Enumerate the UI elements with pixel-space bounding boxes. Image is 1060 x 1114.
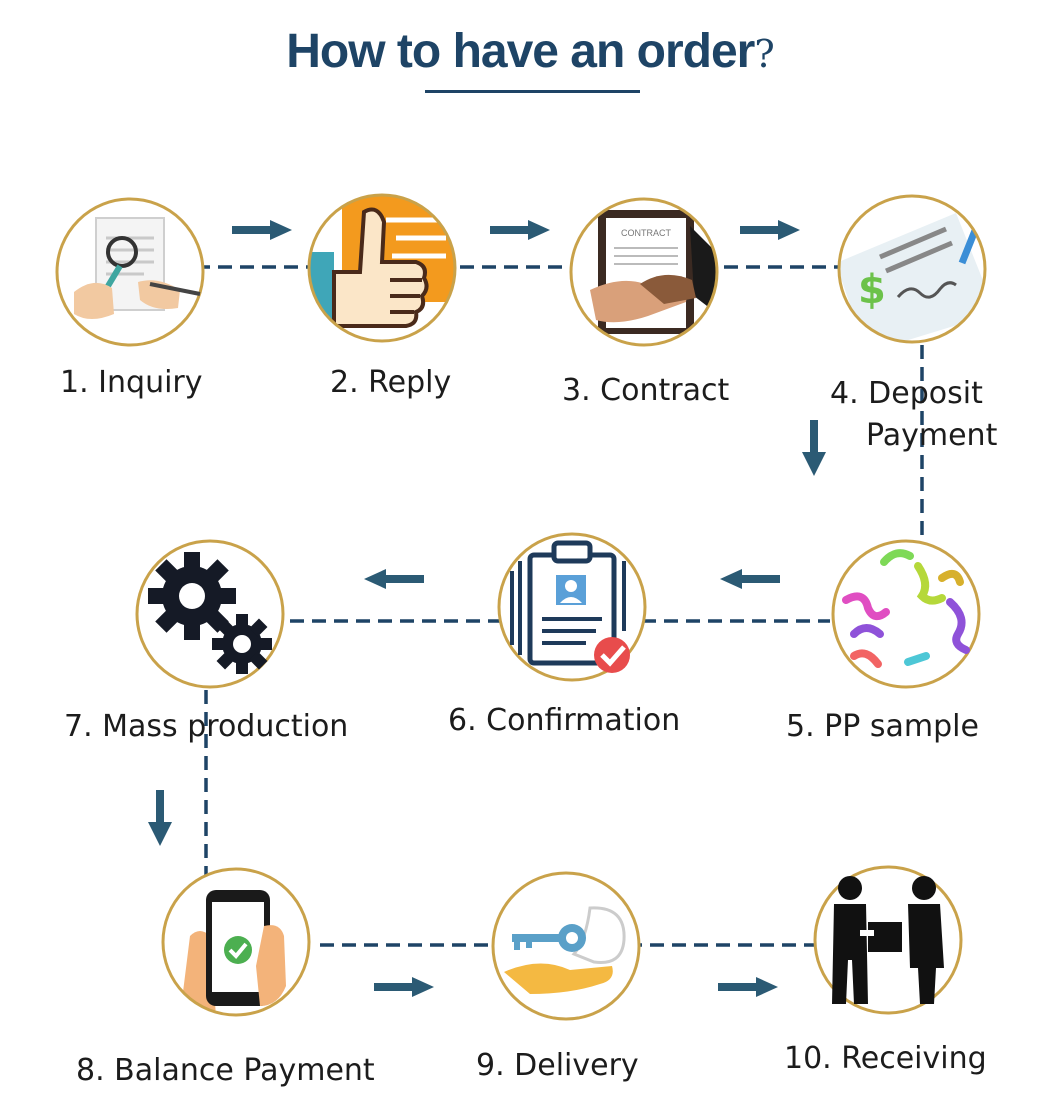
gears-icon [135, 539, 285, 689]
step-9-label: 9. Delivery [476, 1048, 639, 1083]
thumbs-up-icon [307, 193, 457, 343]
arrow-right-1 [232, 220, 292, 240]
arrow-right-3 [740, 220, 800, 240]
step-1-label: 1. Inquiry [60, 365, 203, 400]
title-underline [425, 90, 640, 93]
step-10-label: 10. Receiving [784, 1041, 987, 1076]
arrow-right-5 [718, 977, 778, 997]
check-signature-icon: $ [837, 194, 987, 344]
handshake-contract-icon: CONTRACT [569, 197, 719, 347]
step-3-label: 3. Contract [562, 373, 730, 408]
arrow-left-1 [720, 569, 780, 589]
step-4-label-line2: Payment [866, 418, 998, 453]
step-8-label: 8. Balance Payment [76, 1053, 375, 1088]
title-text: How to have an order [286, 25, 755, 78]
step-5-label: 5. PP sample [786, 709, 979, 744]
step-7-label: 7. Mass production [64, 709, 349, 744]
magnifier-document-icon [55, 197, 205, 347]
step-6-label: 6. Confirmation [448, 703, 681, 738]
key-handover-icon [491, 871, 641, 1021]
step-4-label-line1: 4. Deposit [830, 376, 983, 411]
title-question-mark: ? [754, 32, 774, 76]
step-2-label: 2. Reply [330, 365, 452, 400]
people-receiving-icon [813, 865, 963, 1015]
clipboard-check-icon [497, 532, 647, 682]
arrow-left-2 [364, 569, 424, 589]
arrow-right-4 [374, 977, 434, 997]
arrow-down-1 [802, 420, 826, 476]
arrow-right-2 [490, 220, 550, 240]
page-title: How to have an order? [0, 24, 1060, 79]
svg-text:$: $ [858, 267, 886, 313]
svg-text:CONTRACT: CONTRACT [621, 228, 671, 238]
phone-check-icon [161, 867, 311, 1017]
arrow-down-2 [148, 790, 172, 846]
ribbons-icon [831, 539, 981, 689]
